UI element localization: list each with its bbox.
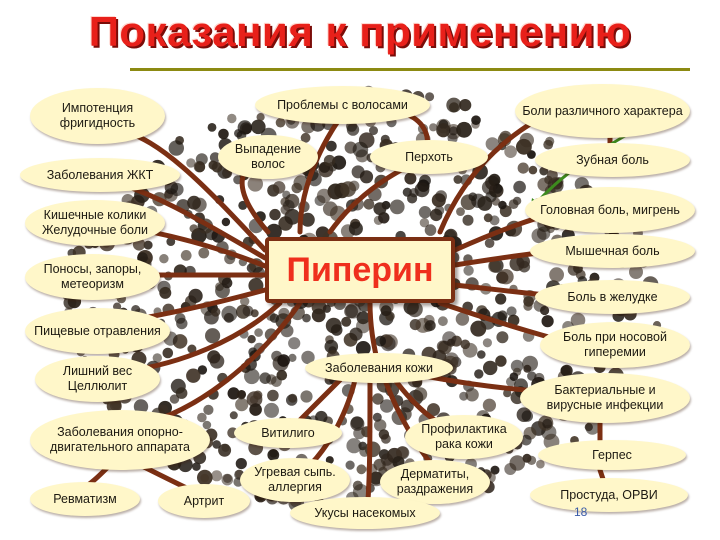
page-number: 18 [574,505,588,519]
node-skin-diseases: Заболевания кожи [305,353,453,383]
node-gi-diseases: Заболевания ЖКТ [20,158,180,192]
node-arthritis: Артрит [158,484,250,518]
node-insect-bites: Укусы насекомых [290,497,440,529]
node-toothache: Зубная боль [535,143,690,177]
link-hair [297,109,348,235]
node-nasal-pain: Боль при носовой гиперемии [540,322,690,368]
node-stomach-pain: Боль в желудке [535,280,690,314]
node-musculoskeletal: Заболевания опорно-двигательного аппарат… [30,410,210,470]
node-pain-types: Боли различного характера [515,84,690,138]
page-title: Показания к применению [88,8,632,55]
title-underline [130,68,690,71]
node-cancer-prevention: Профилактика рака кожи [405,415,523,459]
node-muscle-pain: Мышечная боль [530,234,695,268]
center-node-piperine: Пиперин [265,237,455,303]
node-diarrhea: Поносы, запоры, метеоризм [25,254,160,300]
link-nasal [437,300,563,343]
link-pain [437,115,543,235]
node-overweight: Лишний вес Целлюлит [35,356,160,402]
node-acne: Угревая сыпь. аллергия [240,458,350,502]
node-herpes: Герпес [538,440,686,470]
node-vitiligo: Витилиго [234,418,342,448]
link-bites [365,377,373,503]
node-infections: Бактериальные и вирусные инфекции [520,373,690,423]
node-hair-loss: Выпадение волос [218,135,318,179]
node-hair-problems: Проблемы с волосами [255,86,430,124]
node-dermatitis: Дерматиты, раздражения [380,460,490,504]
node-food-poisoning: Пищевые отравления [25,308,170,354]
node-rheumatism: Ревматизм [30,482,140,516]
node-headache: Головная боль, мигрень [525,187,695,233]
node-impotence: Импотенция фригидность [30,88,165,144]
node-colic: Кишечные колики Желудочные боли [25,200,165,246]
node-flu: Простуда, ОРВИ [530,478,688,512]
node-dandruff: Перхоть [370,140,488,174]
